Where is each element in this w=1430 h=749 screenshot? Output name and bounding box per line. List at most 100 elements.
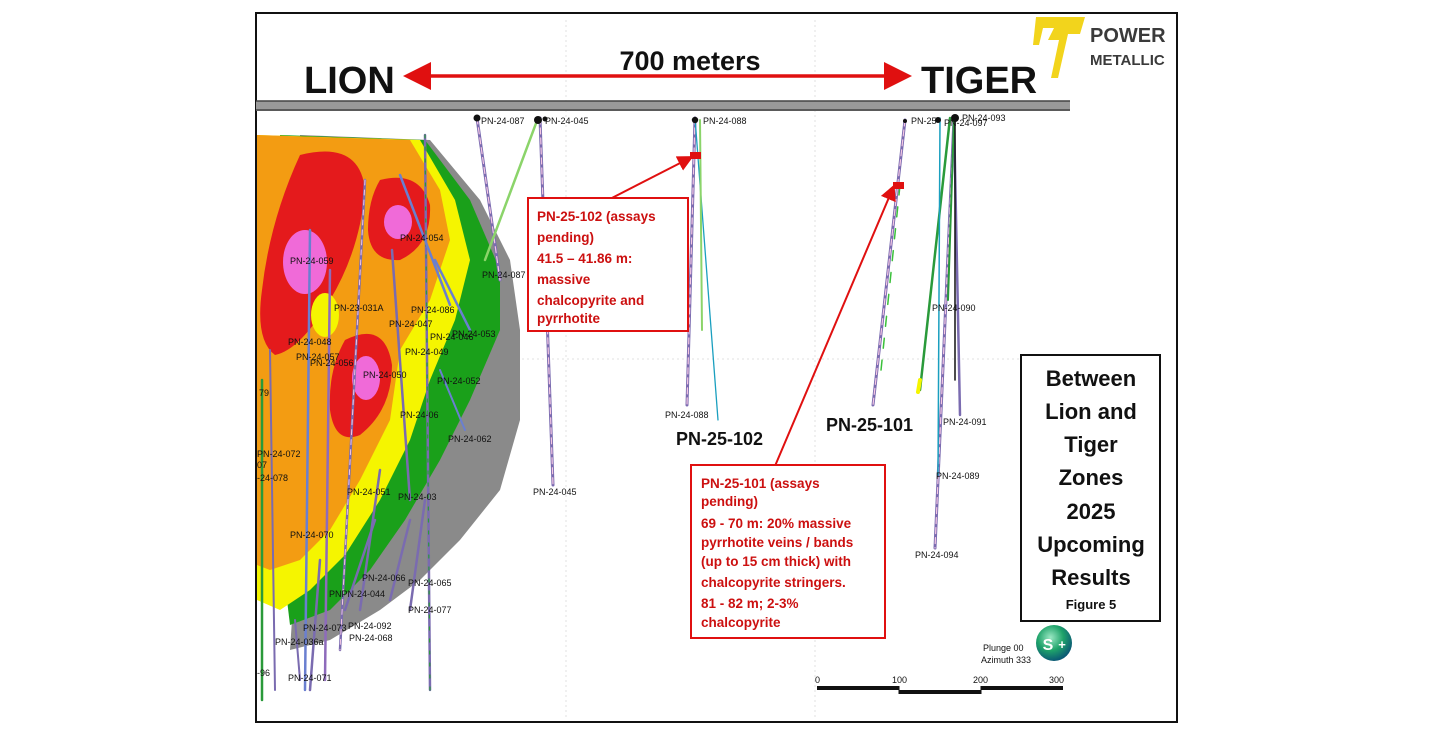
title-line: Upcoming — [1037, 532, 1145, 557]
hole-label: PN-24-066 — [362, 573, 406, 583]
callout-line: 41.5 – 41.86 m: — [537, 251, 632, 266]
hole-label: PN-24-053 — [452, 329, 496, 339]
orientation-indicator: Plunge 00 Azimuth 333 S + — [981, 625, 1072, 665]
callout-line: pyrrhotite — [537, 311, 600, 326]
figure-number: Figure 5 — [1066, 597, 1117, 612]
zone-pink-1 — [283, 230, 327, 294]
hole-label: PN-24-046 — [430, 332, 474, 342]
hole-label: PN-24-072 — [257, 449, 301, 459]
hole-label: PN-24-090 — [932, 303, 976, 313]
hole-label: PN-23-031A — [334, 303, 384, 313]
scale-bar: 0 100 200 300 — [815, 675, 1064, 694]
hole-label: PN-24-049 — [405, 347, 449, 357]
orientation-globe-letter: S — [1043, 637, 1054, 654]
hole-label: 79 — [259, 388, 269, 398]
title-line: Tiger — [1064, 432, 1118, 457]
hole-label: PN-24-093 — [962, 113, 1006, 123]
callout-line: 81 - 82 m; 2-3% — [701, 596, 799, 611]
logo-line-2: METALLIC — [1090, 52, 1165, 69]
title-line: Results — [1051, 565, 1130, 590]
hole-label: PN-24-091 — [943, 417, 987, 427]
hole-label: PN-24-092 — [348, 621, 392, 631]
pn-25-101-callout: PN-25-101 (assays pending) 69 - 70 m: 20… — [690, 464, 886, 639]
hole-label: PN-24-050 — [363, 370, 407, 380]
hole-label: PN-24-052 — [437, 376, 481, 386]
orientation-globe-icon — [1036, 625, 1072, 661]
hole-label: PN-24-097 — [944, 118, 988, 128]
callout-line: 69 - 70 m: 20% massive — [701, 516, 852, 531]
callout-line: chalcopyrite — [701, 615, 781, 630]
logo-line-1: POWER — [1090, 25, 1166, 47]
pn-25-101-label: PN-25-101 — [826, 415, 913, 435]
hole-label: PN-24-057 — [296, 352, 340, 362]
hole-label: PN-24-051 — [347, 487, 391, 497]
pn-25-102-label: PN-25-102 — [676, 429, 763, 449]
distance-label: 700 meters — [619, 46, 760, 76]
callout-line: pending) — [701, 494, 758, 509]
azimuth-label: Azimuth 333 — [981, 655, 1031, 665]
collars — [473, 114, 548, 124]
zone-pink-3 — [352, 356, 380, 400]
scale-tick: 100 — [892, 675, 907, 685]
title-line: Between — [1046, 366, 1136, 391]
callout-line: PN-25-101 (assays — [701, 476, 820, 491]
hole-label: PN-24-03 — [398, 492, 437, 502]
callout-line: massive — [537, 272, 591, 287]
scale-tick: 200 — [973, 675, 988, 685]
callout-line: PN-25-102 (assays — [537, 209, 656, 224]
title-line: Zones — [1059, 465, 1124, 490]
callout-line: pyrrhotite veins / bands — [701, 535, 853, 550]
surface-line — [256, 100, 1070, 111]
hole-label: PN-24-087 — [481, 116, 525, 126]
hole-label: PN-24-070 — [290, 530, 334, 540]
hole-label: PN-24-073 — [303, 623, 347, 633]
hole-label: PN-24-06 — [400, 410, 439, 420]
hole-label: -96 — [257, 668, 270, 678]
title-line: 2025 — [1067, 499, 1116, 524]
callout-line: (up to 15 cm thick) with — [701, 554, 851, 569]
hole-label: PN-24-062 — [448, 434, 492, 444]
pn-25-102-leader-arrow — [607, 156, 694, 201]
hole-label: PN-24-088 — [665, 410, 709, 420]
hole-label: PN-24-071 — [288, 673, 332, 683]
tiger-zone-title: TIGER — [921, 60, 1037, 102]
hole-label: PN-24-048 — [288, 337, 332, 347]
orientation-globe-mark: + — [1058, 637, 1066, 652]
hole-label: 07 — [257, 460, 267, 470]
hole-label: -24-078 — [257, 473, 288, 483]
pn-25-101-leader-arrow — [774, 184, 896, 467]
callout-line: chalcopyrite stringers. — [701, 575, 846, 590]
drill-traces-tiger — [871, 114, 962, 550]
plunge-label: Plunge 00 — [983, 643, 1024, 653]
hole-label: PN-24-045 — [533, 487, 577, 497]
hole-label: PNPN-24-044 — [329, 589, 385, 599]
lion-zone-title: LION — [304, 60, 395, 102]
hole-label: PN-24-045 — [545, 116, 589, 126]
pn-25-101-intersect-marker — [893, 182, 904, 189]
hole-label: PN-24-047 — [389, 319, 433, 329]
pn-25-102-intersect-marker — [690, 152, 701, 159]
hole-label: PN-24-036a — [275, 637, 324, 647]
pn-25-102-callout: PN-25-102 (assays pending) 41.5 – 41.86 … — [527, 197, 689, 332]
hole-label: PN-24-054 — [400, 233, 444, 243]
hole-label: PN-24-089 — [936, 471, 980, 481]
hole-label: PN-24-068 — [349, 633, 393, 643]
zone-yellow-pod — [311, 293, 339, 337]
hole-label: PN-25 — [911, 116, 937, 126]
hole-labels: PN-24-087 PN-24-045 PN-24-088 PN-24-088 … — [257, 113, 1006, 683]
callout-line: pending) — [537, 230, 594, 245]
hole-label: PN-24-094 — [915, 550, 959, 560]
hole-label: PN-24-077 — [408, 605, 452, 615]
callout-line: chalcopyrite and — [537, 293, 644, 308]
scale-tick: 300 — [1049, 675, 1064, 685]
drill-traces-center — [685, 116, 719, 421]
title-line: Lion and — [1045, 399, 1137, 424]
hole-label: PN-24-065 — [408, 578, 452, 588]
scale-tick: 0 — [815, 675, 820, 685]
logo-bolt-mark — [1033, 17, 1085, 78]
hole-label: PN-24-088 — [703, 116, 747, 126]
hole-label: PN-24-087 — [482, 270, 526, 280]
power-metallic-logo: POWER METALLIC — [1033, 17, 1166, 78]
hole-label: PN-24-086 — [411, 305, 455, 315]
